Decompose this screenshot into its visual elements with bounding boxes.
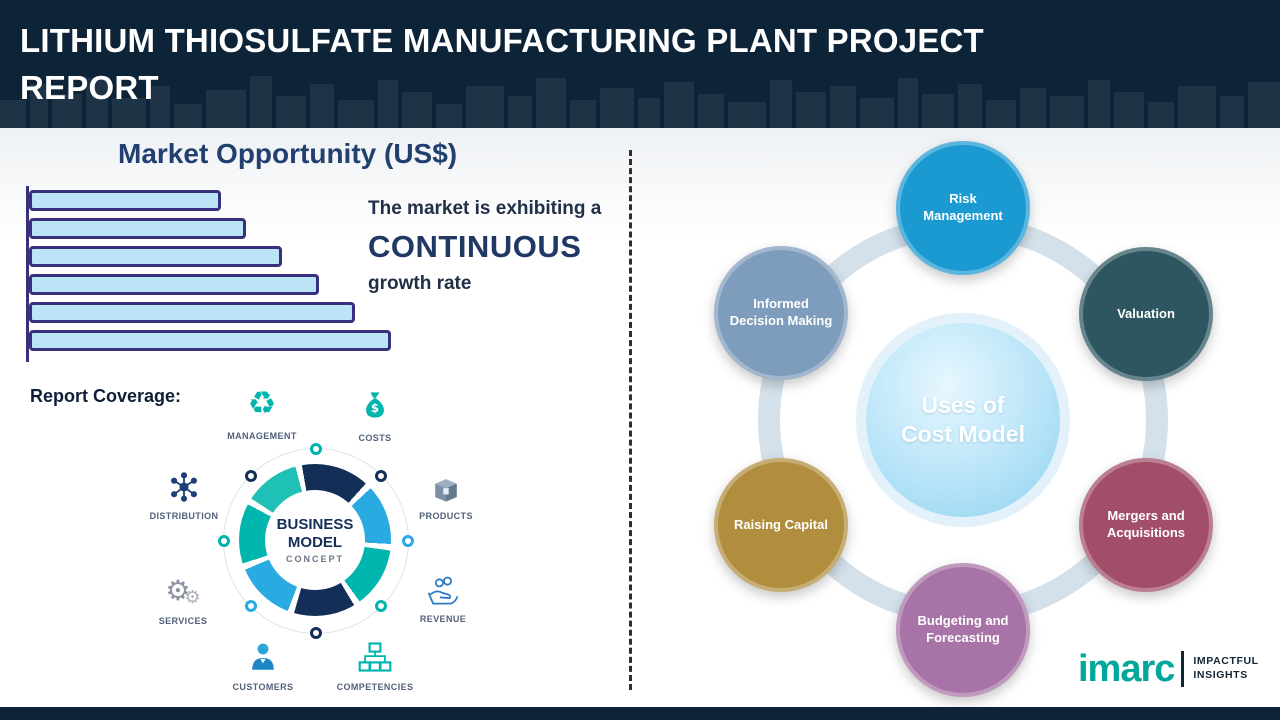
customers-person-icon	[245, 640, 281, 676]
imarc-logo-text: imarc	[1078, 648, 1175, 690]
market-bar	[29, 218, 247, 239]
footer-strip	[0, 707, 1280, 720]
ring-dot	[245, 470, 257, 482]
services-gears-icon: ⚙⚙	[165, 574, 201, 608]
market-bar	[29, 302, 355, 323]
ring-dot	[375, 600, 387, 612]
page-title: LITHIUM THIOSULFATE MANUFACTURING PLANT …	[20, 22, 984, 106]
product-box-icon	[428, 471, 464, 507]
distribution-network-icon	[166, 469, 202, 505]
competencies-org-chart-icon	[357, 639, 393, 675]
coverage-item-label: MANAGEMENT	[227, 431, 297, 441]
node-label: Informed Decision Making	[729, 296, 833, 328]
ring-dot	[310, 627, 322, 639]
coverage-item-label: DISTRIBUTION	[149, 511, 219, 521]
logo-tagline-line2: INSIGHTS	[1193, 669, 1248, 681]
money-bag-icon: $	[357, 387, 393, 423]
report-coverage-label: Report Coverage:	[30, 386, 182, 406]
market-bar	[29, 330, 391, 351]
node-label: Valuation	[1117, 305, 1175, 321]
chart-y-axis	[26, 186, 29, 362]
coverage-item-label: COMPETENCIES	[336, 682, 414, 692]
cost-model-node-mergers-acquisitions: Mergers and Acquisitions	[1079, 458, 1213, 592]
cost-model-node-budgeting-forecasting: Budgeting and Forecasting	[896, 563, 1030, 697]
business-model-center-title: BUSINESS MODEL	[276, 516, 354, 551]
market-opportunity-title: Market Opportunity (US$)	[118, 138, 458, 169]
cost-model-center-line1: Uses of	[921, 392, 1005, 419]
cost-model-center-line2: Cost Model	[901, 421, 1025, 447]
growth-statement: The market is exhibiting a CONTINUOUS gr…	[368, 198, 630, 295]
management-cycle-icon: ♻	[247, 384, 277, 422]
cost-model-node-risk-management: Risk Management	[896, 141, 1030, 275]
ring-dot	[245, 600, 257, 612]
city-skyline-graphic	[0, 76, 1280, 128]
header-banner: LITHIUM THIOSULFATE MANUFACTURING PLANT …	[0, 0, 1280, 128]
logo-tagline-line1: IMPACTFUL	[1193, 655, 1259, 668]
node-label: Budgeting and Forecasting	[917, 613, 1009, 645]
revenue-hand-coins-icon	[425, 573, 461, 609]
market-bar-chart	[26, 186, 391, 362]
node-label: Mergers and Acquisitions	[1106, 508, 1185, 540]
business-model-diagram: BUSINESS MODEL CONCEPT	[218, 443, 414, 639]
market-bar	[29, 246, 283, 267]
logo-tagline: IMPACTFUL INSIGHTS	[1193, 655, 1258, 682]
coverage-item-label: SERVICES	[158, 616, 208, 626]
coverage-item-label: REVENUE	[419, 614, 467, 624]
node-label: Risk Management	[923, 191, 1003, 223]
svg-text:$: $	[371, 401, 379, 415]
ring-dot	[375, 470, 387, 482]
coverage-item-label: CUSTOMERS	[232, 682, 294, 692]
growth-statement-highlight: CONTINUOUS	[368, 229, 582, 264]
node-label: Raising Capital	[734, 516, 828, 532]
growth-statement-line3: growth rate	[368, 273, 472, 294]
market-bar	[29, 274, 319, 295]
cost-model-center: Uses of Cost Model	[866, 323, 1060, 517]
ring-dot	[310, 443, 322, 455]
logo-divider	[1181, 651, 1185, 687]
coverage-item-label: PRODUCTS	[419, 511, 473, 521]
business-model-center-subtitle: CONCEPT	[285, 553, 344, 564]
market-bar	[29, 190, 221, 211]
business-model-center: BUSINESS MODEL CONCEPT	[265, 490, 365, 590]
ring-dot	[402, 535, 414, 547]
imarc-logo: imarc IMPACTFUL INSIGHTS	[1078, 650, 1259, 688]
growth-statement-line1: The market is exhibiting a	[368, 198, 602, 219]
cost-model-node-informed-decision-making: Informed Decision Making	[714, 246, 848, 380]
cost-model-node-valuation: Valuation	[1079, 247, 1213, 381]
cost-model-node-raising-capital: Raising Capital	[714, 458, 848, 592]
ring-dot	[218, 535, 230, 547]
vertical-dashed-divider	[629, 150, 632, 690]
coverage-item-label: COSTS	[358, 433, 392, 443]
